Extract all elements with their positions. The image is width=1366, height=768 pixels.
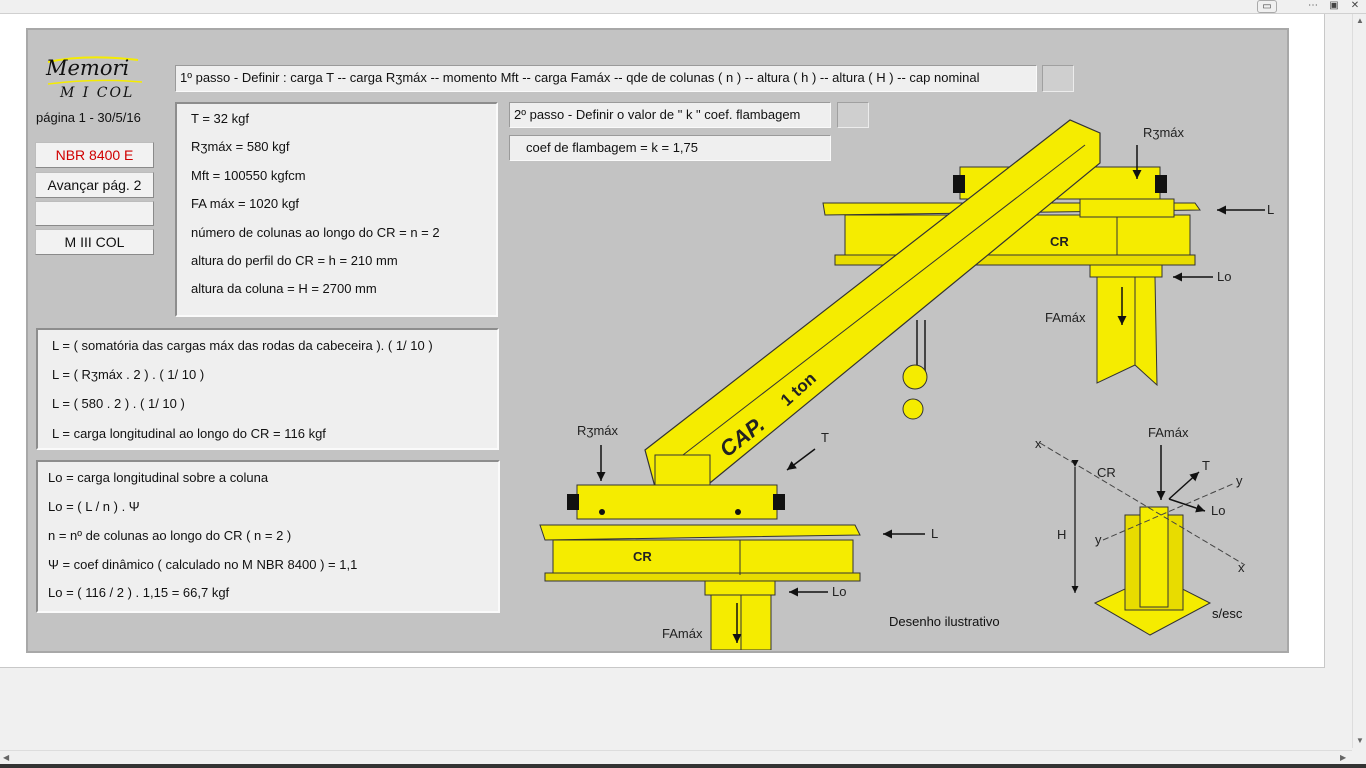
lo-line-5: Lo = ( 116 / 2 ) . 1,15 = 66,7 kgf: [48, 585, 230, 600]
logo-swoosh-icon: [47, 56, 143, 85]
label-cr-top: CR: [1050, 234, 1069, 249]
maximize-icon[interactable]: ▣: [1329, 0, 1339, 11]
lo-line-3: n = nº de colunas ao longo do CR ( n = 2…: [48, 528, 292, 543]
blank-button[interactable]: [35, 201, 154, 226]
input-line-famax: FA máx = 1020 kgf: [191, 196, 300, 211]
label-t: T: [821, 430, 829, 445]
label-famax-bottom: FAmáx: [662, 626, 703, 641]
scale-note: s/esc: [1212, 606, 1243, 621]
input-line-t: T = 32 kgf: [191, 111, 249, 126]
lo-line-2: Lo = ( L / n ) . Ψ: [48, 499, 140, 514]
logo-text-main: Memori: [46, 56, 130, 80]
scroll-right-icon[interactable]: ▶: [1340, 753, 1347, 762]
detail-label-y2: y: [1095, 532, 1102, 547]
label-famax-right: FAmáx: [1045, 310, 1086, 325]
detail-label-famax: FAmáx: [1148, 425, 1189, 440]
scroll-left-icon[interactable]: ◀: [3, 753, 10, 762]
close-icon[interactable]: ✕: [1350, 0, 1360, 11]
input-line-mft: Mft = 100550 kgfcm: [191, 168, 306, 183]
lo-line-4: Ψ = coef dinâmico ( calculado no M NBR 8…: [48, 557, 358, 572]
longitudinal-load-box: L = ( somatória das cargas máx das rodas…: [36, 328, 499, 450]
next-page-button[interactable]: Avançar pág. 2: [35, 172, 154, 198]
input-line-h: altura do perfil do CR = h = 210 mm: [191, 253, 398, 268]
lo-line-1: Lo = carga longitudinal sobre a coluna: [48, 470, 269, 485]
bottom-runway-beam: [539, 524, 861, 582]
label-r3max-left: Rʒmáx: [577, 423, 619, 438]
force-arrows: [596, 145, 1265, 643]
input-line-column-height: altura da coluna = H = 2700 mm: [191, 281, 377, 296]
step1-instructions: 1º passo - Definir : carga T -- carga Rʒ…: [175, 65, 1037, 92]
more-options-icon[interactable]: ⋯: [1308, 0, 1318, 11]
label-lo-right: Lo: [1217, 269, 1231, 284]
l-line-2: L = ( Rʒmáx . 2 ) . ( 1/ 10 ): [52, 367, 205, 382]
crane-illustration: Rʒmáx L Lo FAmáx CR CR CAP. 1 ton Rʒmáx …: [539, 119, 1274, 650]
label-cr-bottom: CR: [633, 549, 652, 564]
column-load-box: Lo = carga longitudinal sobre a coluna L…: [36, 460, 500, 613]
l-line-1: L = ( somatória das cargas máx das rodas…: [52, 338, 433, 353]
jib-beam: [644, 119, 1101, 491]
logo-text-sub: M I COL: [60, 85, 135, 101]
hook-icon: [902, 320, 928, 420]
detail-label-lo: Lo: [1211, 503, 1225, 518]
l-line-3: L = ( 580 . 2 ) . ( 1/ 10 ): [52, 396, 185, 411]
detail-label-x1: x: [1035, 436, 1042, 451]
scroll-up-icon[interactable]: ▲: [1356, 16, 1364, 25]
detail-label-y1: y: [1236, 473, 1243, 488]
illustration-caption: Desenho ilustrativo: [889, 614, 1000, 629]
page-info: página 1 - 30/5/16: [36, 110, 141, 125]
app-logo: Memori M I COL: [46, 56, 146, 106]
m-iii-col-button[interactable]: M III COL: [35, 229, 154, 255]
l-line-4: L = carga longitudinal ao longo do CR = …: [52, 426, 326, 441]
label-r3max-top: Rʒmáx: [1143, 125, 1185, 140]
vertical-scrollbar[interactable]: ▲ ▼: [1352, 14, 1366, 748]
input-line-n: número de colunas ao longo do CR = n = 2: [191, 225, 440, 240]
nbr-8400-button[interactable]: NBR 8400 E: [35, 142, 154, 168]
detail-label-t: T: [1202, 458, 1210, 473]
bottom-end-carriage: [567, 484, 785, 520]
column-detail: [1039, 442, 1246, 636]
step2-square-button[interactable]: [837, 102, 869, 128]
label-l-right: L: [1267, 202, 1274, 217]
input-line-r3max: Rʒmáx = 580 kgf: [191, 139, 290, 154]
buckling-coefficient-result: coef de flambagem = k = 1,75: [509, 135, 831, 161]
detail-label-h: H: [1057, 527, 1066, 542]
bottom-column: [704, 580, 776, 650]
detail-label-cr: CR: [1097, 465, 1116, 480]
top-column: [1089, 264, 1163, 387]
horizontal-scrollbar[interactable]: ◀ ▶: [0, 750, 1352, 764]
taskbar-strip: [0, 764, 1366, 768]
label-lo-bottom: Lo: [832, 584, 846, 599]
detail-label-x2: x: [1238, 560, 1245, 575]
label-l-bottom: L: [931, 526, 938, 541]
window-titlebar: ▭ ⋯ ▣ ✕: [0, 0, 1366, 14]
step1-square-button[interactable]: [1042, 65, 1074, 92]
inputs-box: T = 32 kgf Rʒmáx = 580 kgf Mft = 100550 …: [175, 102, 498, 317]
step2-instructions: 2º passo - Definir o valor de " k " coef…: [509, 102, 831, 128]
scroll-down-icon[interactable]: ▼: [1356, 736, 1364, 745]
restore-tab-icon[interactable]: ▭: [1257, 0, 1277, 13]
